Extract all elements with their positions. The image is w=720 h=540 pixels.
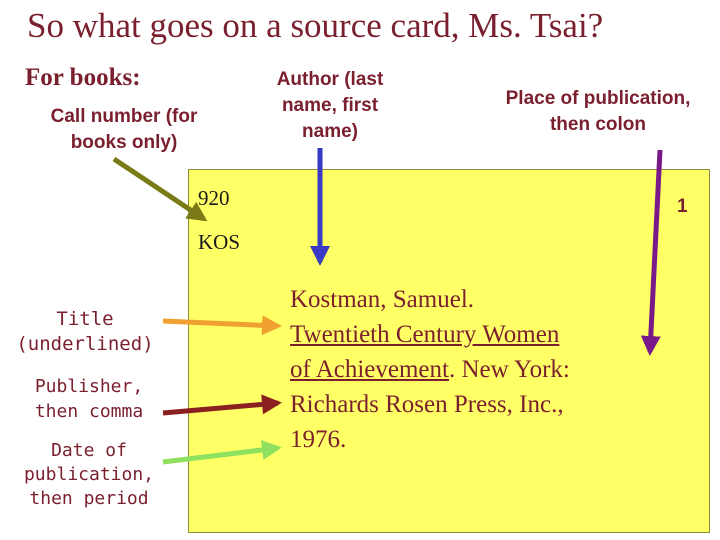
citation-publisher: Richards Rosen Press, Inc., (290, 391, 564, 418)
title-label-line: Title (56, 308, 114, 330)
citation-title-line2: of Achievement (290, 356, 449, 383)
date-label-line: then period (29, 488, 149, 509)
card-page-number: 1 (677, 196, 688, 217)
call-number-label-line: books only) (70, 132, 178, 153)
citation-date: 1976 (290, 426, 340, 453)
publisher-label-line: Publisher, (34, 376, 144, 397)
citation-date-end: . (340, 426, 347, 453)
title-label-line: (underlined) (16, 333, 154, 355)
author-label: Author (last name, first name) (255, 67, 405, 145)
author-label-line: Author (last (276, 69, 384, 90)
citation-title-line1: Twentieth Century Women (290, 321, 560, 348)
place-label-line: Place of publication, (505, 88, 691, 109)
call-number-label: Call number (for books only) (24, 104, 224, 156)
publisher-label: Publisher, then comma (8, 374, 170, 424)
author-label-line: name, first (281, 95, 379, 116)
slide-title: So what goes on a source card, Ms. Tsai? (27, 6, 604, 45)
source-card (188, 169, 710, 533)
place-label-line: then colon (549, 114, 647, 135)
card-call-number-line2: KOS (198, 230, 241, 254)
citation-place: . New York: (448, 356, 570, 383)
author-label-line: name) (302, 121, 358, 142)
citation-author: Kostman, Samuel. (290, 286, 475, 313)
for-books-heading: For books: (25, 64, 141, 91)
date-label-line: Date of (51, 440, 127, 461)
date-label-line: publication, (23, 464, 155, 485)
call-number-label-line: Call number (for (50, 106, 198, 127)
card-call-number-line1: 920 (198, 186, 230, 210)
citation: Kostman, Samuel. Twentieth Century Women… (290, 282, 710, 457)
date-label: Date of publication, then period (8, 439, 170, 511)
place-of-publication-label: Place of publication, then colon (478, 86, 718, 138)
title-label: Title (underlined) (5, 307, 165, 357)
publisher-label-line: then comma (34, 401, 144, 422)
